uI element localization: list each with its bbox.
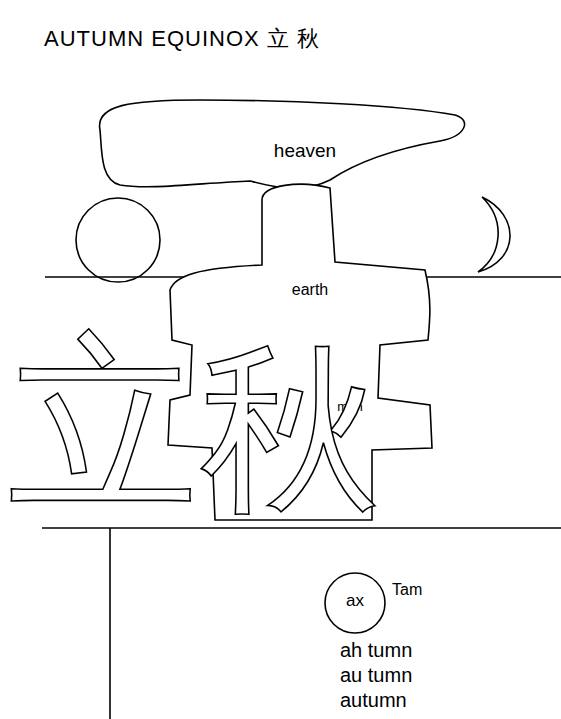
vertical-line [109,528,111,719]
moon-crescent [478,197,510,272]
ground-line [42,527,561,529]
sun-circle [76,198,160,282]
character-glyph: 立 [8,330,198,520]
outline-path [168,184,432,520]
diagram-title: AUTUMN EQUINOX 立 秋 [44,24,320,54]
node-text: earth [292,282,328,298]
character-glyph: 秋 [200,340,380,520]
node-text: ax [346,592,364,609]
outline-path [325,573,385,633]
shape-node: heaven [95,96,470,196]
note-text: Tam [392,582,422,598]
note-text: autumn [340,690,407,710]
outline-path [100,100,465,188]
shape-node: ax [322,570,388,636]
node-text: heaven [274,141,336,160]
note-text: au tumn [340,665,412,685]
note-text: ah tumn [340,640,412,660]
